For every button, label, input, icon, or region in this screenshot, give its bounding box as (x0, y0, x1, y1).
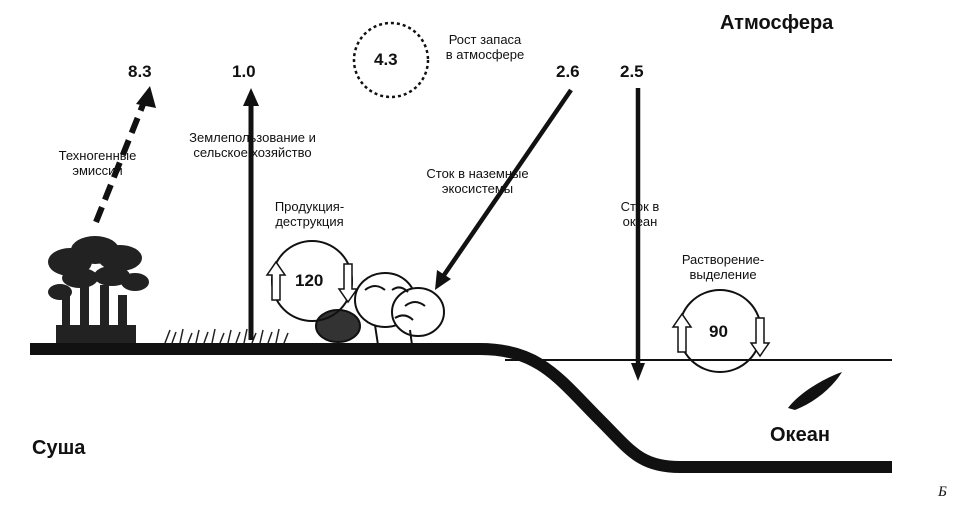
tech-emissions-value: 8.3 (128, 62, 152, 81)
prod-destr-label: Продукция- деструкция (274, 199, 345, 229)
land-use-label: Землепользование и сельское хозяйство (189, 130, 316, 160)
fish-icon (788, 372, 842, 410)
atm-growth-label: Рост запаса в атмосфере (445, 32, 525, 62)
destr-down-arrow (337, 263, 359, 304)
grass-icon (164, 328, 289, 344)
tech-emissions-label: Техногенные эмиссии (58, 148, 137, 178)
atm-growth-circle (352, 21, 430, 99)
terrestrial-sink-arrow (440, 88, 573, 280)
dissolution-label: Растворение- выделение (681, 252, 765, 282)
corner-letter: Б (938, 484, 947, 500)
terrestrial-sink-label: Сток в наземные экосистемы (426, 166, 529, 196)
land-surface-line (30, 343, 892, 473)
factory-icon (48, 236, 149, 343)
ocean-sink-label: Сток в океан (620, 199, 660, 229)
land-use-arrowhead (243, 88, 259, 106)
atmosphere-label: Атмосфера (720, 12, 834, 34)
ocean-sink-arrowhead (631, 363, 645, 381)
dissolution-up-arrow (671, 312, 693, 353)
terrestrial-sink-arrowhead (435, 270, 451, 290)
dissolution-value: 90 (709, 322, 728, 341)
ocean-sink-value: 2.5 (620, 62, 644, 81)
release-down-arrow (749, 317, 771, 358)
land-label: Суша (32, 437, 86, 459)
trees-icon (315, 272, 445, 346)
terrestrial-sink-value: 2.6 (556, 62, 580, 81)
prod-up-arrow (265, 260, 287, 301)
ocean-label: Океан (770, 424, 830, 446)
prod-destr-value: 120 (295, 271, 324, 290)
land-use-value: 1.0 (232, 62, 256, 81)
tech-emissions-arrowhead (136, 86, 156, 108)
atm-growth-value: 4.3 (374, 50, 398, 69)
